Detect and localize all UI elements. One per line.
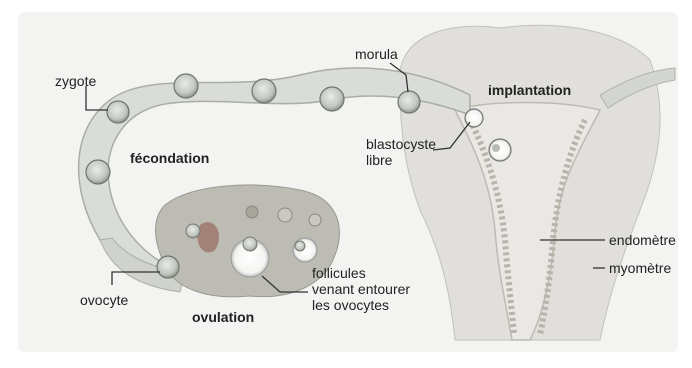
follicle-small [186, 224, 200, 238]
label-ovulation: ovulation [192, 309, 254, 325]
label-zygote: zygote [55, 73, 96, 89]
zygote-cell [107, 101, 129, 123]
follicle-oocyte [243, 237, 257, 251]
label-fecondation: fécondation [130, 150, 209, 166]
division-cell-8 [320, 87, 344, 111]
ovary-follicle-small [278, 208, 292, 222]
implanting-blastocyst-core [492, 144, 500, 152]
label-follicules-line: venant entourer [312, 281, 432, 297]
division-cell-4 [252, 79, 276, 103]
label-endometre: endomètre [609, 232, 676, 248]
label-follicules-line: les ovocytes [312, 297, 432, 313]
ovary-follicle-small [246, 206, 258, 218]
label-blastocyste-line: libre [366, 152, 486, 168]
follicle-oocyte [295, 241, 305, 251]
division-cell-2 [174, 74, 198, 98]
label-blastocyste-line: blastocyste [366, 136, 486, 152]
label-myometre: myomètre [609, 260, 671, 276]
ovocyte-cell [157, 256, 179, 278]
ovary-follicle-small [309, 214, 321, 226]
label-morula: morula [355, 46, 398, 62]
label-blastocyste-libre: blastocyste libre [366, 136, 486, 168]
label-follicules: follicules venant entourer les ovocytes [312, 265, 432, 313]
implanting-blastocyst [489, 139, 511, 161]
label-implantation: implantation [488, 82, 571, 98]
label-follicules-line: follicules [312, 265, 432, 281]
morula-cell [398, 91, 420, 113]
label-ovocyte: ovocyte [80, 292, 128, 308]
fecondation-cell [86, 160, 110, 184]
ovary-corpus [198, 222, 220, 252]
